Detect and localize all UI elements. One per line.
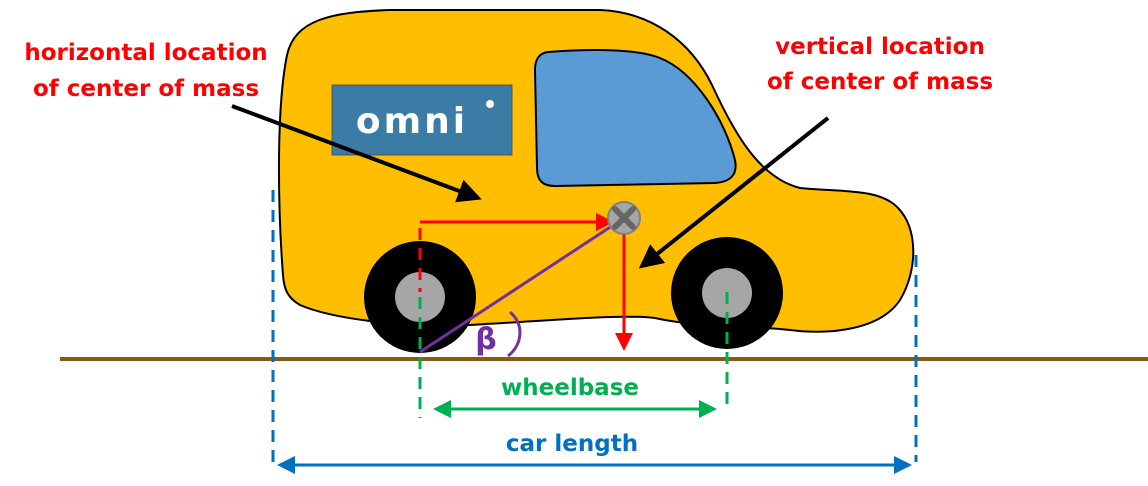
car-length-label: car length <box>506 431 638 457</box>
logo-text: omni <box>356 101 468 142</box>
angle-line <box>419 216 625 354</box>
car-window <box>533 49 737 188</box>
vertical-com-label-line2: of center of mass <box>767 69 993 95</box>
center-of-mass-icon <box>607 201 641 235</box>
vertical-com-label-line1: vertical location <box>775 34 985 60</box>
vertical-com-pointer <box>638 116 830 269</box>
logo-dot <box>486 100 494 108</box>
wheelbase-label: wheelbase <box>501 375 639 401</box>
horizontal-com-pointer <box>231 104 482 203</box>
angle-arc <box>507 310 522 358</box>
horizontal-com-label-line2: of center of mass <box>33 76 259 102</box>
angle-label: β <box>475 322 496 357</box>
horizontal-com-label-line1: horizontal location <box>24 40 267 66</box>
omni-logo: omni <box>331 84 513 156</box>
